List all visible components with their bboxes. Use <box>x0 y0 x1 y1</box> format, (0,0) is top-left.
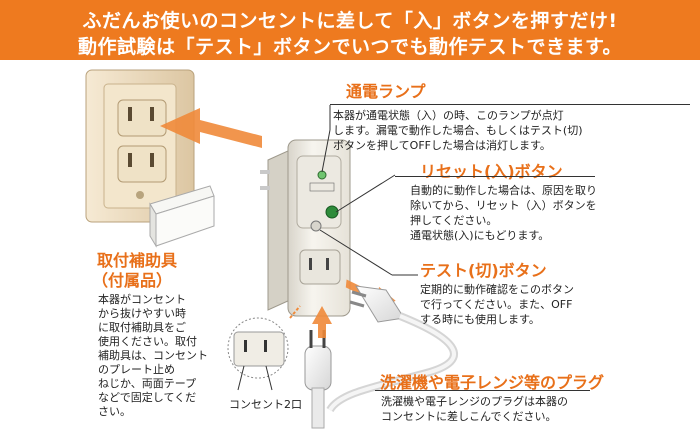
test-description: 定期的に動作確認をこのボタン で行ってください。また、OFF する時にも使用しま… <box>420 283 574 326</box>
test-button <box>310 220 322 232</box>
leader-lines <box>319 105 418 276</box>
outlet-label: コンセント2口 <box>229 398 302 411</box>
banner-line-2: 動作試験は「テスト」ボタンでいつでも動作テストできます。 <box>77 36 623 58</box>
plug-heading: 洗濯機や電子レンジ等のプラグ <box>380 373 605 392</box>
test-heading: テスト(切)ボタン <box>420 261 547 280</box>
upright-plug <box>304 330 332 429</box>
appliance-plug <box>326 285 458 413</box>
reset-heading: リセット(入)ボタン <box>420 162 563 181</box>
bracket-heading-1: 取付補助具 <box>97 251 178 270</box>
plug-description: 洗濯機や電子レンジのプラグは本器の コンセントに差しこんでください。 <box>381 395 568 423</box>
wall-outlet-plate <box>85 69 195 223</box>
outlet-closeup <box>227 305 301 379</box>
reset-description: 自動的に動作した場合は、原因を取り 除いてから、リセット（入）ボタンを 押してく… <box>410 184 597 242</box>
power-lamp <box>317 170 327 180</box>
banner-line-1: ふだんお使いのコンセントに差して「入」ボタンを押すだけ! <box>82 10 618 32</box>
lamp-underline <box>330 104 690 105</box>
upright-arrow <box>312 306 332 338</box>
insert-arrow <box>160 108 262 148</box>
mounting-bracket <box>149 185 215 248</box>
bracket-heading-2: （付属品） <box>92 271 173 290</box>
earth-leakage-adapter <box>260 139 351 317</box>
lamp-heading: 通電ランプ <box>346 82 426 101</box>
lamp-description: 本器が通電状態（入）の時、このランプが点灯 します。漏電で動作した場合、もしくは… <box>333 109 583 152</box>
reset-underline <box>395 176 595 177</box>
reset-button <box>325 205 339 219</box>
top-banner: ふだんお使いのコンセントに差して「入」ボタンを押すだけ! 動作試験は「テスト」ボ… <box>0 0 700 60</box>
plug-underline <box>375 390 590 391</box>
bracket-description: 本器がコンセント から抜けやすい時 に取付補助具をご 使用ください。取付 補助具… <box>98 293 208 418</box>
